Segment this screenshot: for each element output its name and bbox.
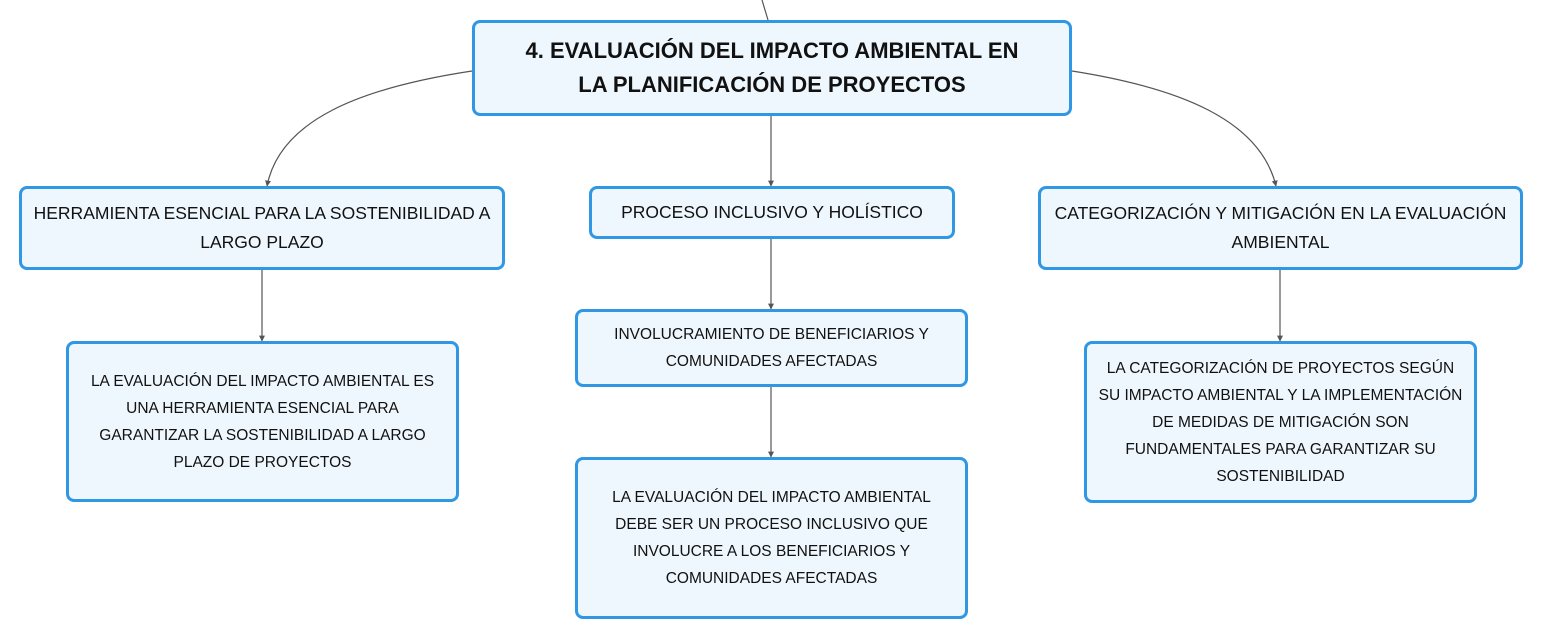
connector-root-to-topic-left [265,70,473,187]
connector-incoming [761,0,769,21]
topic-label: PROCESO INCLUSIVO Y HOLÍSTICO [621,202,923,222]
topic-node-sostenibilidad[interactable]: HERRAMIENTA ESENCIAL PARA LA SOSTENIBILI… [19,186,505,270]
detail-node-sostenibilidad[interactable]: LA EVALUACIÓN DEL IMPACTO AMBIENTAL ES U… [66,341,459,502]
root-node[interactable]: 4. EVALUACIÓN DEL IMPACTO AMBIENTAL EN L… [472,20,1072,116]
detail-text: LA EVALUACIÓN DEL IMPACTO AMBIENTAL DEBE… [612,489,931,587]
topic-node-proceso-inclusivo[interactable]: PROCESO INCLUSIVO Y HOLÍSTICO [589,186,955,239]
subtopic-label: INVOLUCRAMIENTO DE BENEFICIARIOS Y COMUN… [614,326,929,370]
topic-node-categorizacion[interactable]: CATEGORIZACIÓN Y MITIGACIÓN EN LA EVALUA… [1038,186,1523,270]
detail-text: LA EVALUACIÓN DEL IMPACTO AMBIENTAL ES U… [90,372,435,471]
detail-node-proceso-inclusivo[interactable]: LA EVALUACIÓN DEL IMPACTO AMBIENTAL DEBE… [575,457,968,619]
connector-root-to-topic-right [1071,70,1278,187]
subtopic-node-involucramiento[interactable]: INVOLUCRAMIENTO DE BENEFICIARIOS Y COMUN… [575,309,968,387]
topic-label: CATEGORIZACIÓN Y MITIGACIÓN EN LA EVALUA… [1054,203,1507,252]
detail-node-categorizacion[interactable]: LA CATEGORIZACIÓN DE PROYECTOS SEGÚN SU … [1084,341,1477,503]
root-title: 4. EVALUACIÓN DEL IMPACTO AMBIENTAL EN L… [525,38,1019,97]
detail-text: LA CATEGORIZACIÓN DE PROYECTOS SEGÚN SU … [1098,359,1463,485]
topic-label: HERRAMIENTA ESENCIAL PARA LA SOSTENIBILI… [33,203,491,252]
